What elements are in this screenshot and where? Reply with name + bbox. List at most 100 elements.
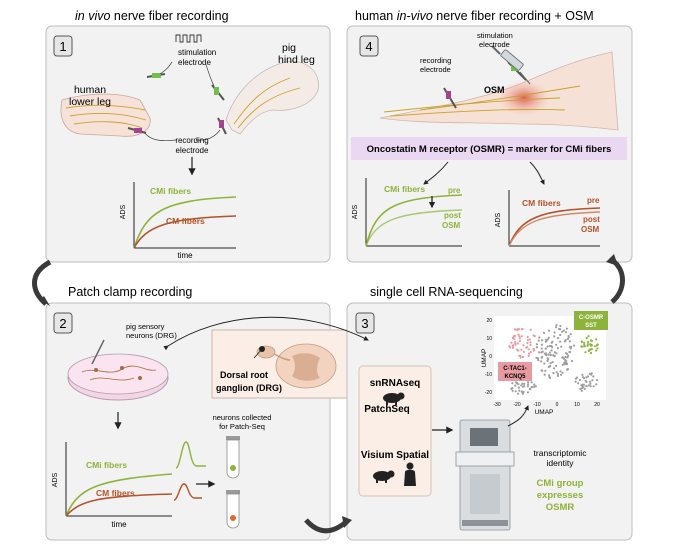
umap-point: [561, 371, 564, 374]
p4-left-pre-curve: [365, 194, 463, 247]
umap-point: [516, 342, 520, 345]
umap-point: [518, 335, 521, 338]
umap-point: [543, 352, 547, 355]
umap-point: [526, 335, 529, 339]
umap-point: [555, 371, 558, 374]
umap-point: [529, 341, 532, 344]
umap-point: [510, 387, 513, 390]
umap-point: [581, 384, 584, 387]
umap-point: [596, 379, 599, 382]
neurons-label-1: pig sensory: [126, 322, 165, 331]
result-label-2: expresses: [537, 490, 583, 501]
method-snrnaseq: snRNAseq: [370, 378, 421, 389]
pig-icon: [383, 392, 405, 405]
umap-xtick-label: 0: [556, 402, 559, 408]
umap-point: [582, 383, 586, 386]
umap-point: [589, 343, 592, 346]
umap-point: [556, 347, 560, 350]
umap-point: [547, 353, 550, 356]
umap-point: [592, 375, 595, 378]
umap-point: [559, 370, 562, 373]
umap-point: [565, 359, 568, 362]
umap-point: [586, 344, 589, 347]
p2-to-p3-arrowhead: [342, 516, 352, 528]
umap-points: [508, 324, 599, 395]
umap-point: [570, 359, 574, 363]
rec-leader-lines: [144, 129, 221, 142]
umap-point: [561, 330, 564, 333]
umap-point: [511, 382, 514, 385]
umap-point: [574, 380, 577, 383]
p4-rec-electrode-tip: [446, 91, 451, 99]
panel-1-number-badge: [53, 35, 73, 57]
umap-point: [522, 350, 526, 353]
umap-point: [550, 349, 553, 352]
umap-plot: C-OSMR SST C-TAC1- KCNQ5 UMAP UMAP -30-2…: [481, 311, 608, 416]
p1-rec-label-1: recording: [175, 136, 208, 145]
umap-point: [517, 383, 520, 386]
umap-point: [587, 335, 590, 338]
umap-point: [518, 389, 521, 392]
p4-left-legend: CMi fibers: [384, 184, 425, 194]
umap-point: [517, 328, 521, 331]
umap-ytick-label: -20: [485, 390, 492, 396]
human-nerve-lines: [65, 104, 147, 129]
umap-point: [548, 344, 551, 348]
p1-legend-cm: CM fibers: [166, 216, 205, 226]
methods-box: [358, 365, 432, 497]
p1-stim-label-1: stimulation: [178, 48, 216, 57]
umap-point: [526, 339, 530, 342]
p4-left-post-curve: [365, 209, 463, 247]
umap-point: [520, 348, 523, 351]
p4-graph-left: ADS CMi fibers pre post OSM: [352, 178, 463, 247]
p4-stim-electrode-tip: [511, 65, 518, 71]
stim-leader-lines: [159, 61, 215, 87]
umap-point: [589, 351, 593, 355]
tube-orange-icon: [226, 490, 240, 529]
umap-point: [585, 385, 588, 388]
p2-cmi-ap-trace: [175, 441, 206, 469]
umap-point: [561, 363, 565, 366]
umap-xlabel: UMAP: [535, 409, 554, 416]
umap-point: [553, 367, 556, 370]
pig-leg-label-1: pig: [282, 42, 296, 54]
osm-injection-glow: [498, 80, 550, 116]
umap-point: [541, 355, 544, 359]
p4-right-pre: pre: [587, 196, 600, 205]
panel-4-title: human in-vivo nerve fiber recording + OS…: [355, 9, 594, 23]
umap-point: [555, 324, 558, 327]
umap-point: [547, 329, 551, 332]
method-patchseq: PatchSeq: [364, 404, 410, 415]
p4-right-legend: CM fibers: [522, 198, 561, 208]
p1-graph: ADS time CMi fibers CM fibers: [120, 182, 237, 260]
umap-point: [520, 384, 523, 387]
umap-point: [521, 355, 525, 359]
umap-point: [560, 345, 563, 348]
umap-point: [583, 377, 586, 380]
umap-point: [520, 335, 523, 338]
umap-point: [595, 349, 598, 352]
stim-electrode-human-tip: [152, 73, 161, 78]
p1-cm-curve: [133, 215, 237, 249]
umap-point: [545, 354, 548, 357]
umap-point: [535, 343, 539, 346]
umap-point: [591, 379, 594, 382]
umap-point: [532, 349, 535, 352]
umap-point: [555, 326, 558, 329]
umap-point: [522, 390, 525, 394]
p4-right-ylabel: ADS: [495, 212, 502, 227]
petri-dish-icon: [67, 353, 169, 401]
method-visium: Visium Spatial: [361, 450, 429, 461]
p2-to-p3-arrow: [304, 518, 348, 534]
p2-graph: ADS time CMi fibers CM fibers: [52, 441, 216, 529]
umap-point: [523, 385, 526, 388]
umap-point: [545, 338, 548, 341]
umap-point: [518, 337, 522, 340]
rec-electrode-human-tip: [134, 128, 142, 133]
cluster-b-label-1: C-TAC1-: [503, 366, 527, 372]
umap-point: [526, 385, 530, 388]
umap-point: [519, 356, 522, 359]
umap-point: [573, 344, 576, 347]
umap-ytick-label: 10: [486, 336, 492, 342]
